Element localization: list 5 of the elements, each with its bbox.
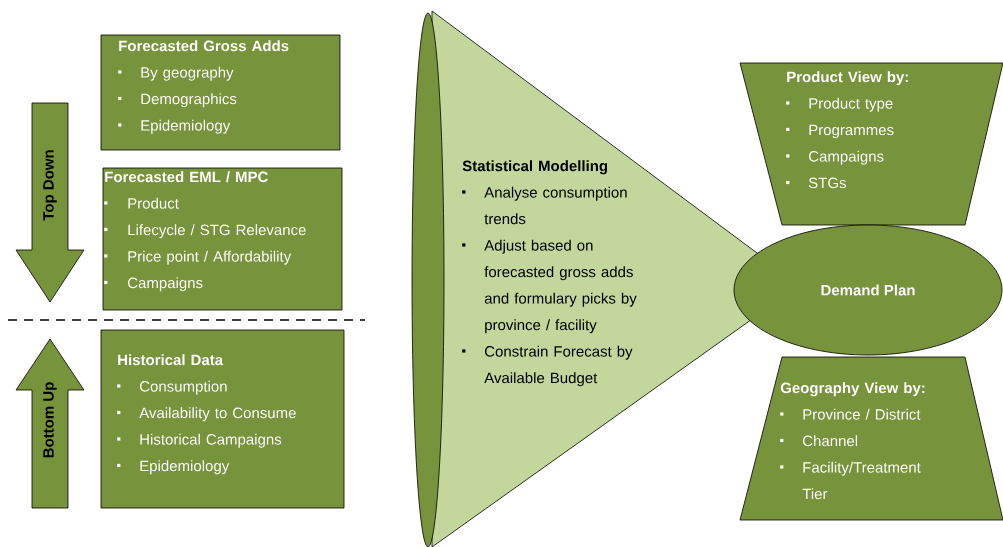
text-box: Forecasted EML / MPC Product Lifecycle / STG Relevance Price point / Affordability Campaigns	[102, 167, 343, 311]
text-box: Historical Data Consumption Availability to Consume Historical Campaigns Epidemiology	[100, 329, 345, 509]
text-box: Forecasted Gross Adds By geography Demographics Epidemiology	[100, 34, 341, 151]
trapezoid: Product View by: Product type Programmes Campaigns STGs	[739, 62, 1003, 226]
trapezoid: Geography View by: Province / District Channel Facility/Treatment Tier	[739, 356, 1003, 521]
